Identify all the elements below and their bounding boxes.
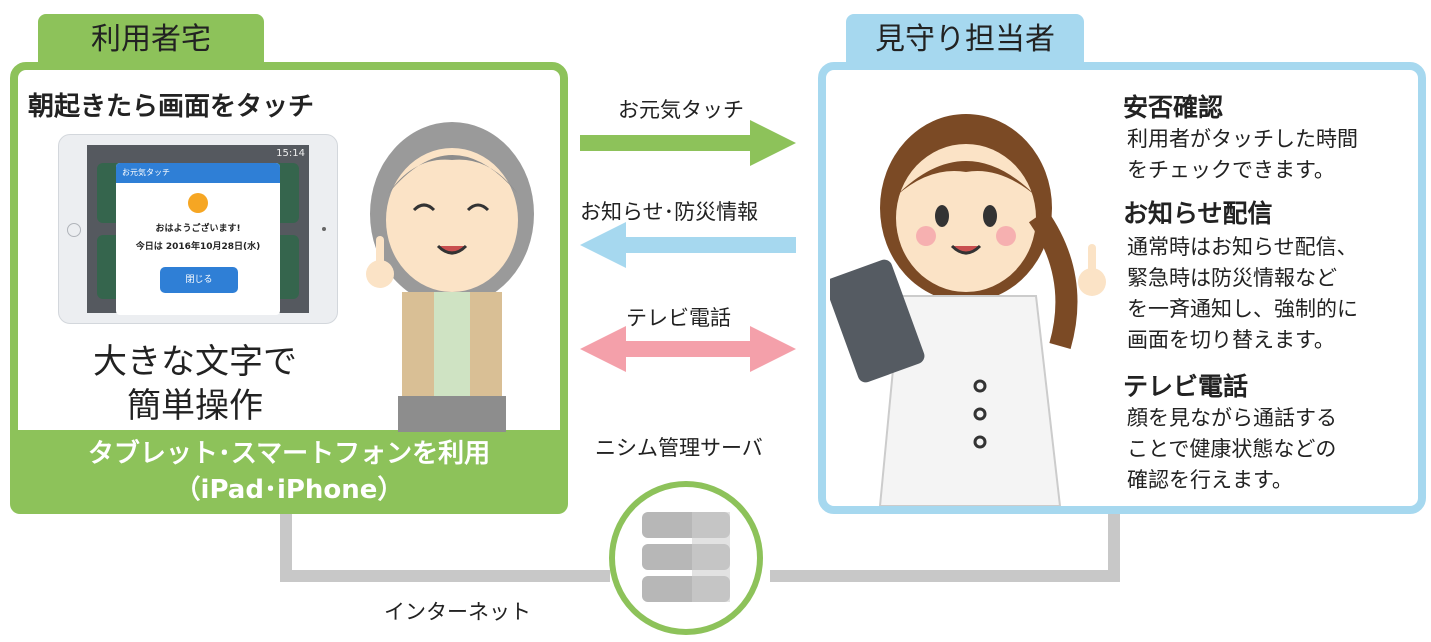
greeting-dialog: お元気タッチ おはようございます! 今日は 2016年10月28日(水) 閉じる [116,163,280,315]
caregiver-illustration [830,114,1106,506]
tablet-screen: 15:14 お元気タッチ おはようございます! 今日は 2016年10月28日(… [87,145,309,315]
arrow-label-notice: お知らせ･防災情報 [580,200,759,224]
user-home-tab-label: 利用者宅 [91,22,211,57]
feature-desc-line: 通常時はお知らせ配信、 [1127,235,1358,259]
internet-label: インターネット [384,600,531,624]
feature-desc-line: ことで健康状態などの [1127,437,1337,461]
greeting-text: おはようございます! [155,224,241,234]
large-text-line2: 簡単操作 [127,386,263,426]
close-button[interactable]: 閉じる [160,267,238,293]
feature-desc-line: を一斉通知し、強制的に [1127,297,1358,321]
feature-title: お知らせ配信 [1123,199,1273,228]
sun-face-icon [188,193,208,213]
arrow-label-videocall: テレビ電話 [626,306,731,330]
feature-desc-line: 緊急時は防災情報など [1127,266,1337,290]
feature-desc-line: をチェックできます。 [1127,158,1335,182]
server-label: ニシム管理サーバ [595,436,763,460]
feature-title: 安否確認 [1123,93,1224,122]
dialog-title: お元気タッチ [116,163,280,183]
touch-heading: 朝起きたら画面をタッチ [28,92,315,122]
tablet-usage-banner: タブレット･スマートフォンを利用 （iPad･iPhone） [10,430,568,514]
large-text-line1: 大きな文字で [93,342,297,382]
tablet-usage-line2: （iPad･iPhone） [174,475,404,505]
arrow-label-touch: お元気タッチ [618,98,744,122]
clock-text: 15:14 [276,148,305,159]
double-arrow-icon [580,326,796,372]
feature-desc-line: 利用者がタッチした時間 [1127,127,1358,151]
large-text-caption: 大きな文字で 簡単操作 [60,340,330,428]
tablet-camera-icon [322,227,326,231]
feature-desc-line: 確認を行えます。 [1127,468,1293,492]
feature-title: テレビ電話 [1123,372,1249,401]
server-icon [609,481,763,635]
caregiver-tab: 見守り担当者 [846,14,1084,70]
left-arrow-icon [580,222,796,268]
caregiver-tab-label: 見守り担当者 [875,22,1055,57]
right-arrow-icon [580,120,796,166]
feature-desc-line: 顔を見ながら通話する [1127,406,1337,430]
user-home-tab: 利用者宅 [38,14,264,70]
tablet-usage-line1: タブレット･スマートフォンを利用 [87,439,491,469]
elderly-user-illustration [366,122,534,432]
date-text: 今日は 2016年10月28日(水) [135,242,261,252]
tablet-home-button-icon [67,223,81,237]
tablet-device: 15:14 お元気タッチ おはようございます! 今日は 2016年10月28日(… [58,134,338,324]
feature-desc-line: 画面を切り替えます。 [1127,328,1335,352]
